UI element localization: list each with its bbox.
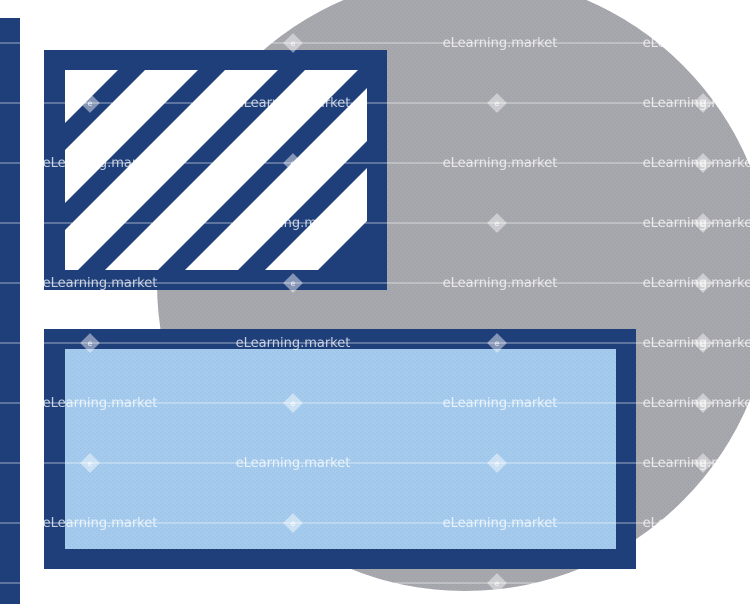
watermark-diamond-icon: e xyxy=(283,273,303,293)
watermark-badge-letter: e xyxy=(88,459,93,468)
watermark-badge-letter: e xyxy=(701,459,706,468)
watermark-text: eLearning.market xyxy=(443,516,558,531)
watermark-text: eLearning.market xyxy=(43,156,158,171)
watermark-diamond-icon: e xyxy=(693,453,713,473)
watermark-text: eLearning.market xyxy=(236,576,351,591)
watermark-badge-letter: e xyxy=(291,39,296,48)
watermark-text: eLearning.market xyxy=(43,276,158,291)
watermark-diamond-icon: e xyxy=(283,513,303,533)
watermark-badge-letter: e xyxy=(701,399,706,408)
watermark-diamond-icon: e xyxy=(80,573,100,593)
stripe-1 xyxy=(65,70,118,123)
watermark-badge-letter: e xyxy=(701,279,706,288)
watermark-badge-letter: e xyxy=(291,279,296,288)
watermark-text: eLearning.market xyxy=(643,96,750,111)
watermark-text: eLearning.market xyxy=(43,516,158,531)
watermark-layer: eLearning.market eLearning.market eLearnin… xyxy=(0,33,750,593)
light-blue-panel-texture xyxy=(65,349,616,549)
watermark-text: eLearning.market xyxy=(643,156,750,171)
watermark-badge-letter: e xyxy=(701,519,706,528)
watermark-badge-letter: e xyxy=(495,99,500,108)
watermark-diamond-icon: e xyxy=(487,453,507,473)
watermark-diamond-icon: e xyxy=(80,333,100,353)
watermark-badge-letter: e xyxy=(88,219,93,228)
stripe-5 xyxy=(185,88,367,270)
watermark-text: eLearning.market xyxy=(43,36,158,51)
watermark-badge-letter: e xyxy=(495,339,500,348)
watermark-diamond-icon: e xyxy=(693,513,713,533)
watermark-diamond-icon: e xyxy=(283,33,303,53)
watermark-badge-letter: e xyxy=(701,579,706,588)
watermark-diamond-icon: e xyxy=(80,213,100,233)
watermark-text: eLearning.market xyxy=(236,456,351,471)
watermark-diamond-icon: e xyxy=(80,93,100,113)
watermark-badge-letter: e xyxy=(701,159,706,168)
watermark-badge-letter: e xyxy=(495,459,500,468)
watermark-diamond-icon: e xyxy=(487,213,507,233)
watermark-text: eLearning.market xyxy=(43,396,158,411)
stripe-3 xyxy=(65,70,278,270)
light-blue-panel xyxy=(44,329,636,569)
watermark-badge-letter: e xyxy=(88,579,93,588)
stripe-4 xyxy=(105,70,358,270)
watermark-diamond-icon: e xyxy=(487,573,507,593)
watermark-badge-letter: e xyxy=(701,99,706,108)
watermark-text: eLearning.market xyxy=(236,96,351,111)
watermark-diamond-icon: e xyxy=(487,93,507,113)
watermark-text: eLearning.market xyxy=(443,276,558,291)
watermark-badge-letter: e xyxy=(495,579,500,588)
watermark-text: eLearning.market xyxy=(643,576,750,591)
watermark-text: eLearning.market xyxy=(236,336,351,351)
watermark-badge-letter: e xyxy=(495,219,500,228)
watermark-text: eLearning.market xyxy=(443,36,558,51)
watermark-diamond-icon: e xyxy=(693,333,713,353)
watermark-badge-letter: e xyxy=(291,399,296,408)
watermark-badge-letter: e xyxy=(291,159,296,168)
watermark-text: eLearning.market xyxy=(643,276,750,291)
watermark-badge-letter: e xyxy=(88,339,93,348)
watermark-text: eLearning.market xyxy=(643,36,750,51)
watermark-text: eLearning.market xyxy=(643,516,750,531)
watermark-diamond-icon: e xyxy=(693,273,713,293)
left-navy-bar xyxy=(0,18,20,604)
watermark-diamond-icon: e xyxy=(283,393,303,413)
watermark-badge-letter: e xyxy=(701,39,706,48)
watermark-text: eLearning.market xyxy=(443,156,558,171)
watermark-badge-letter: e xyxy=(701,219,706,228)
watermark-badge-letter: e xyxy=(88,99,93,108)
watermark-text: eLearning.market xyxy=(443,396,558,411)
watermark-text: eLearning.market xyxy=(643,336,750,351)
watermark-text: eLearning.market xyxy=(236,216,351,231)
watermark-text: eLearning.market xyxy=(643,456,750,471)
watermark-text: eLearning.market xyxy=(643,396,750,411)
watermark-diamond-icon: e xyxy=(693,393,713,413)
stripe-6 xyxy=(265,168,367,270)
watermark-diamond-icon: e xyxy=(693,573,713,593)
watermark-text: eLearning.market xyxy=(643,216,750,231)
watermark-badge-letter: e xyxy=(291,519,296,528)
watermark-diamond-icon: e xyxy=(80,453,100,473)
watermark-diamond-icon: e xyxy=(283,153,303,173)
watermark-diamond-icon: e xyxy=(487,333,507,353)
watermark-badge-letter: e xyxy=(701,339,706,348)
